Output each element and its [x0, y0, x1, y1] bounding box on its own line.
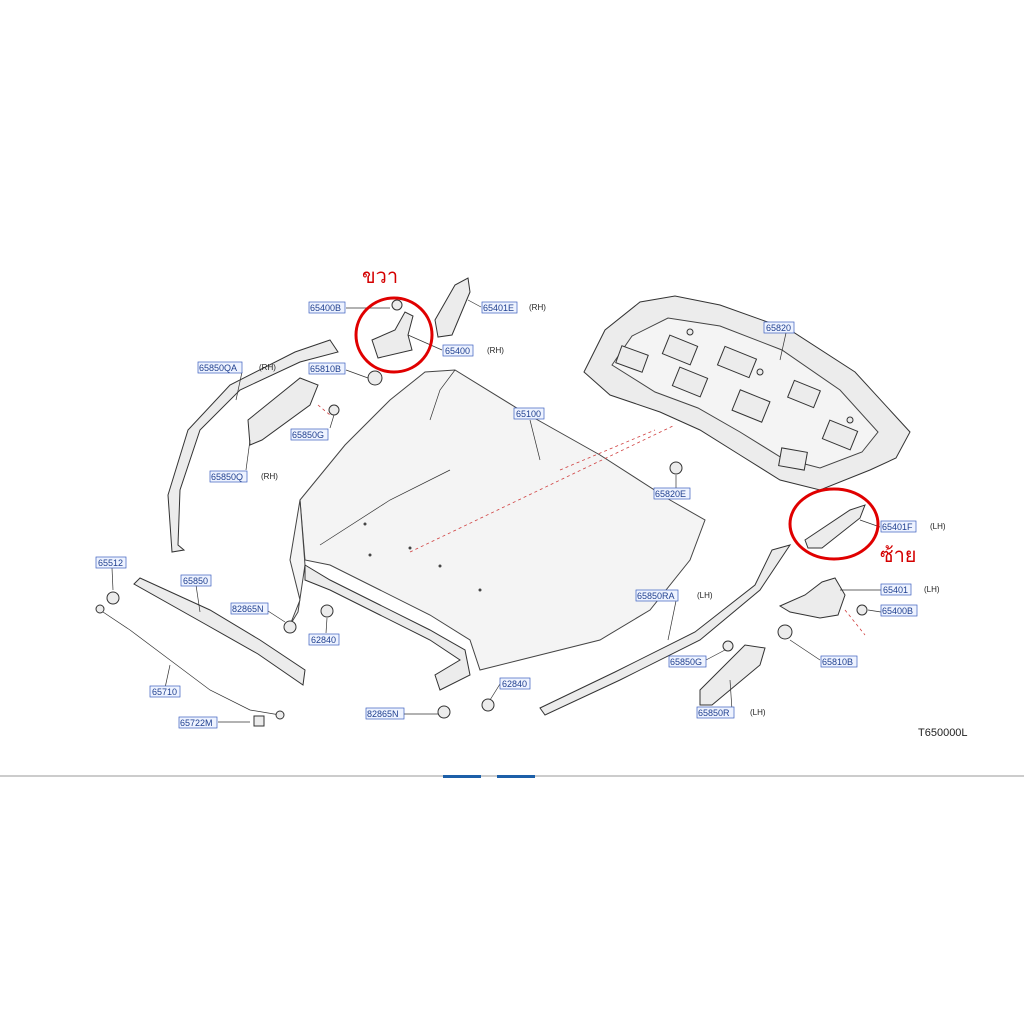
side-65400: (RH) [487, 346, 504, 355]
label-65850G-right[interactable]: 65850G [670, 657, 702, 667]
highlight-circle-right [354, 296, 434, 374]
label-65400B-right[interactable]: 65400B [882, 606, 913, 616]
annotation-left-side: ซ้าย [880, 543, 917, 567]
diagram-code: T650000L [918, 727, 968, 739]
alignment-line [409, 424, 676, 553]
release-cable-65710 [99, 609, 281, 716]
stop-62840-left [320, 604, 334, 618]
label-65850QA[interactable]: 65850QA [199, 363, 237, 373]
side-65850RA: (LH) [697, 591, 713, 600]
label-65850Q[interactable]: 65850Q [211, 472, 243, 482]
bumper-82865N-left [283, 620, 297, 634]
clip-65722M [253, 715, 265, 727]
stop-62840-bottom [481, 698, 495, 712]
side-65401: (LH) [924, 585, 940, 594]
side-65401F: (LH) [930, 522, 946, 531]
label-65850R[interactable]: 65850R [698, 708, 730, 718]
label-65850G-top[interactable]: 65850G [292, 430, 324, 440]
hood-panel-65100 [289, 369, 706, 691]
clip-65820E [669, 461, 683, 475]
clip-65850G-top [328, 404, 340, 416]
label-65710[interactable]: 65710 [152, 687, 177, 697]
annotation-right-side: ขวา [362, 264, 398, 288]
weatherstrip-65850QA [167, 339, 339, 553]
side-65850Q: (RH) [261, 472, 278, 481]
clip-65850G-right [722, 640, 734, 652]
hood-hinge-65400-rh [371, 299, 414, 359]
label-65512[interactable]: 65512 [98, 558, 123, 568]
bracket-65850R [699, 644, 766, 706]
scroll-indicator-right[interactable] [497, 775, 535, 778]
label-65820[interactable]: 65820 [766, 323, 791, 333]
label-65810B-top[interactable]: 65810B [310, 364, 341, 374]
label-65401[interactable]: 65401 [883, 585, 908, 595]
part-labels: 65400B 65401E (RH) 65400 (RH) 65820 6585… [95, 301, 946, 729]
hood-insulator-65820 [583, 295, 911, 491]
alignment-line [559, 429, 656, 471]
label-62840-left[interactable]: 62840 [311, 635, 336, 645]
bumper-65810B-right [777, 624, 793, 640]
label-65850[interactable]: 65850 [183, 576, 208, 586]
grommet-65512 [106, 591, 120, 605]
alignment-line [844, 609, 866, 636]
hood-hinge-65401-lh [778, 577, 868, 619]
label-65850RA[interactable]: 65850RA [637, 591, 675, 601]
scroll-indicator-left[interactable] [443, 775, 481, 778]
bracket-65850Q [247, 377, 319, 446]
label-62840-bottom[interactable]: 62840 [502, 679, 527, 689]
side-65850R: (LH) [750, 708, 766, 717]
weatherstrip-65850RA [539, 544, 792, 716]
label-65820E[interactable]: 65820E [655, 489, 686, 499]
label-65400B-top[interactable]: 65400B [310, 303, 341, 313]
side-65401E: (RH) [529, 303, 546, 312]
leader-lines [111, 299, 882, 723]
label-65400[interactable]: 65400 [445, 346, 470, 356]
hinge-cover-65401E [434, 277, 471, 338]
bumper-65810B-top [367, 370, 383, 386]
label-82865N-left[interactable]: 82865N [232, 604, 264, 614]
label-65100[interactable]: 65100 [516, 409, 541, 419]
alignment-line [317, 404, 331, 416]
label-65401E[interactable]: 65401E [483, 303, 514, 313]
label-65810B-right[interactable]: 65810B [822, 657, 853, 667]
hinge-cover-65401F [804, 504, 866, 549]
label-82865N-bottom[interactable]: 82865N [367, 709, 399, 719]
bumper-82865N-bottom [437, 705, 451, 719]
highlight-circle-left [788, 487, 880, 561]
side-65850QA: (RH) [259, 363, 276, 372]
label-65722M[interactable]: 65722M [180, 718, 213, 728]
hood-seal-65850 [133, 577, 306, 686]
label-65401F[interactable]: 65401F [882, 522, 913, 532]
